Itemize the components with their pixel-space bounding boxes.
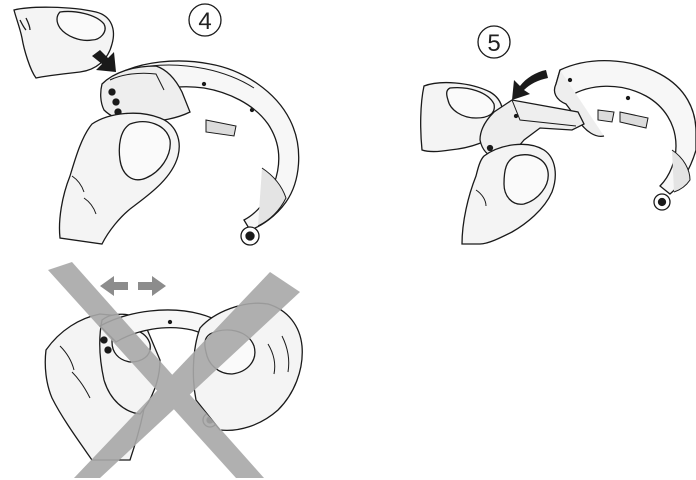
left-right-arrows-icon: [100, 276, 166, 296]
step-4-lower-thumb: [59, 113, 179, 244]
step-4-number: 4: [198, 8, 211, 35]
step-5-lower-thumb: [462, 144, 555, 244]
step-5-number: 5: [487, 30, 500, 57]
step-4-badge: 4: [189, 4, 221, 36]
panel-step-5: 5: [421, 26, 696, 244]
step-5-badge: 5: [478, 26, 510, 58]
step-4-upper-finger: [14, 7, 113, 78]
step-5-hearing-aid: [554, 61, 696, 210]
panel-incorrect: [45, 262, 302, 478]
step-5-arrow-icon: [512, 70, 548, 100]
panel-step-4: 4: [14, 4, 299, 245]
